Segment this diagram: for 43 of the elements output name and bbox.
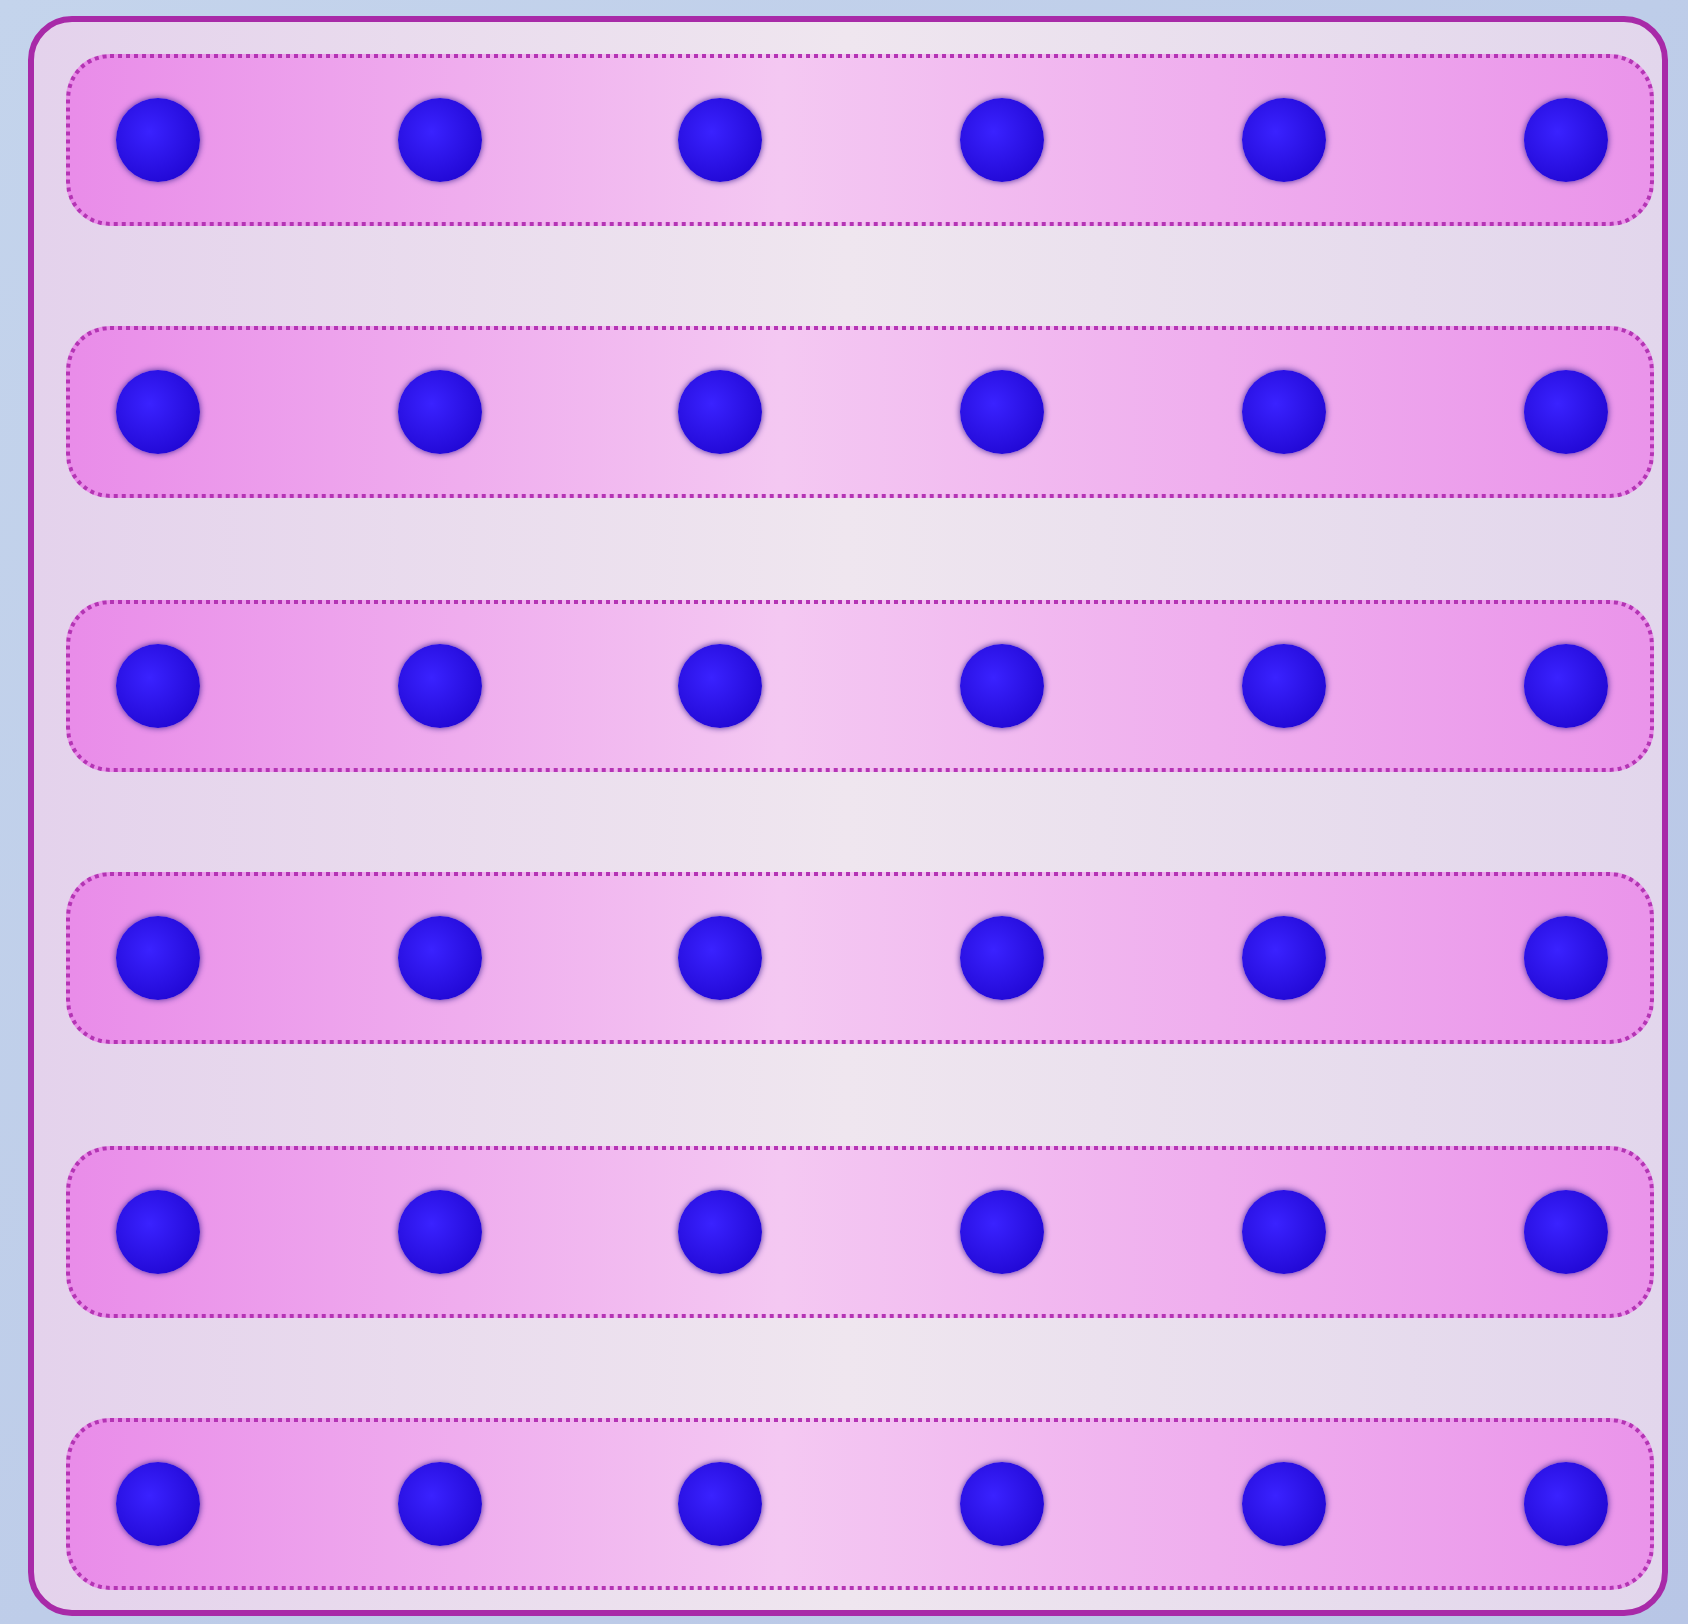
group-band	[66, 54, 1654, 226]
dot	[1524, 644, 1608, 728]
dot	[1242, 644, 1326, 728]
dot	[398, 1462, 482, 1546]
dot	[960, 370, 1044, 454]
group-band	[66, 872, 1654, 1044]
dot	[1242, 98, 1326, 182]
dot	[1242, 916, 1326, 1000]
group-band	[66, 1146, 1654, 1318]
dot	[960, 916, 1044, 1000]
group-band	[66, 1418, 1654, 1590]
dot	[1242, 370, 1326, 454]
dot	[1524, 98, 1608, 182]
dot	[1242, 1190, 1326, 1274]
dot	[678, 1190, 762, 1274]
dot	[960, 1462, 1044, 1546]
dot	[678, 644, 762, 728]
dot	[960, 644, 1044, 728]
dot	[398, 1190, 482, 1274]
dot	[1524, 1190, 1608, 1274]
group-band	[66, 326, 1654, 498]
group-band	[66, 600, 1654, 772]
dot	[1524, 370, 1608, 454]
dot	[678, 370, 762, 454]
dot	[678, 1462, 762, 1546]
dot	[1242, 1462, 1326, 1546]
dot	[960, 98, 1044, 182]
dot	[116, 1190, 200, 1274]
dot	[678, 98, 762, 182]
dot	[960, 1190, 1044, 1274]
dot	[398, 916, 482, 1000]
dot	[398, 370, 482, 454]
dot	[116, 370, 200, 454]
dot	[116, 916, 200, 1000]
dot	[1524, 1462, 1608, 1546]
dot	[116, 1462, 200, 1546]
dot	[116, 644, 200, 728]
dot	[116, 98, 200, 182]
dot	[678, 916, 762, 1000]
dot	[1524, 916, 1608, 1000]
dot	[398, 98, 482, 182]
dot	[398, 644, 482, 728]
frame-box	[28, 16, 1668, 1616]
